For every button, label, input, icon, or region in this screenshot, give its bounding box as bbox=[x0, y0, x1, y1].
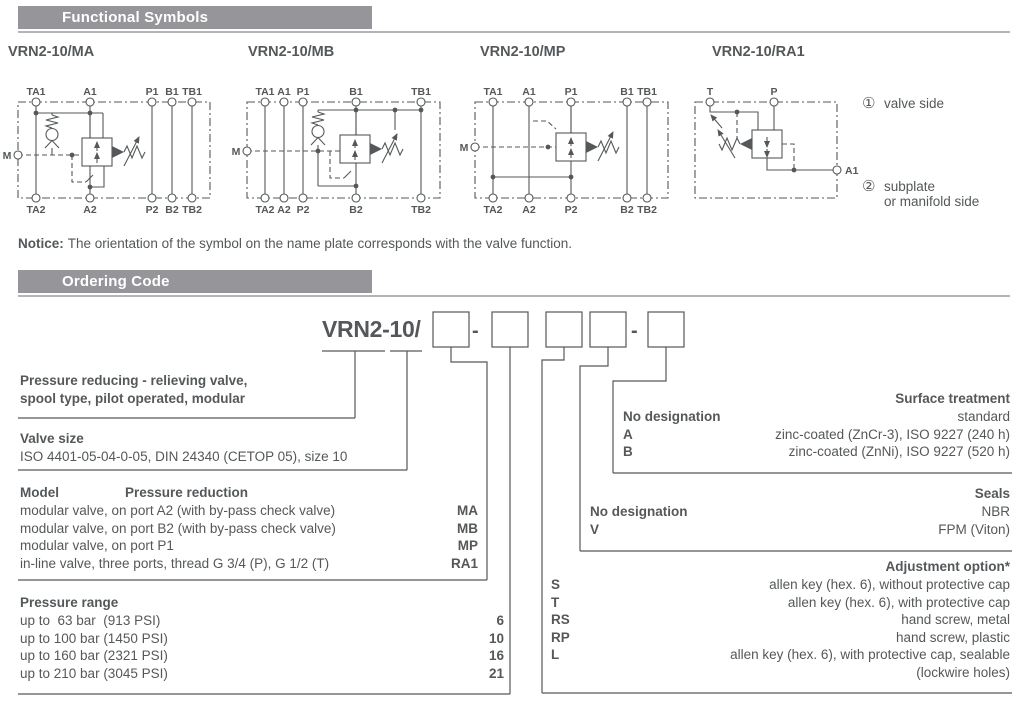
option-text: zinc-coated (ZnNi), ISO 9227 (520 h) bbox=[788, 444, 1010, 459]
pressure-range-row: up to 100 bar (1450 PSI) 10 bbox=[20, 630, 504, 648]
pressure-range-text: up to 210 bar (3045 PSI) bbox=[20, 665, 168, 681]
model-row: modular valve, on port A2 (with by-pass … bbox=[20, 502, 478, 520]
pressure-range-row: up to 160 bar (2321 PSI) 16 bbox=[20, 647, 504, 665]
symbol-title-mp: VRN2-10/MP bbox=[480, 44, 566, 60]
pressure-range-text: up to 100 bar (1450 PSI) bbox=[20, 630, 168, 646]
option-code: B bbox=[623, 444, 633, 459]
model-row-text: modular valve, on port A2 (with by-pass … bbox=[20, 503, 336, 518]
model-row: modular valve, on port P1 MP bbox=[20, 537, 478, 555]
section-model: Model Pressure reduction modular valve, o… bbox=[20, 484, 478, 572]
symbol-title-ra1: VRN2-10/RA1 bbox=[712, 44, 805, 60]
pressure-range-row: up to 210 bar (3045 PSI) 21 bbox=[20, 665, 504, 683]
option-text: standard bbox=[957, 409, 1010, 424]
adjustment-row: RS hand screw, metal bbox=[551, 611, 1010, 629]
section-valve-description: Pressure reducing - relieving valve, spo… bbox=[20, 372, 350, 407]
option-text: allen key (hex. 6), with protective cap bbox=[787, 594, 1010, 610]
model-row-code: RA1 bbox=[450, 555, 478, 571]
adjustment-row: (lockwire holes) bbox=[551, 664, 1010, 682]
legend-marker-1: ① bbox=[862, 94, 876, 112]
section-header-label: Functional Symbols bbox=[62, 9, 209, 26]
option-code: S bbox=[551, 577, 561, 592]
option-code: L bbox=[551, 647, 560, 662]
ordering-code-prefix: VRN2-10/ bbox=[322, 316, 421, 342]
legend-text-manifold: or manifold side bbox=[884, 194, 980, 209]
option-text: allen key (hex. 6), without protective c… bbox=[769, 577, 1010, 592]
symbol-title-ma: VRN2-10/MA bbox=[8, 44, 95, 60]
notice-line: Notice:The orientation of the symbol on … bbox=[18, 236, 572, 251]
legend-marker-2: ② bbox=[862, 177, 876, 195]
model-row-code: MB bbox=[457, 520, 478, 536]
symbol-title-mb: VRN2-10/MB bbox=[248, 44, 335, 60]
pressure-range-code: 10 bbox=[488, 630, 504, 646]
model-row-text: modular valve, on port P1 bbox=[20, 538, 174, 553]
ordering-code-dash-1: - bbox=[472, 320, 479, 342]
seals-title: Seals bbox=[974, 486, 1010, 501]
adjustment-row: RP hand screw, plastic bbox=[551, 629, 1010, 647]
header-divider-line bbox=[18, 31, 1010, 33]
pressure-range-row: up to 63 bar (913 PSI) 6 bbox=[20, 612, 504, 630]
valve-description-line2: spool type, pilot operated, modular bbox=[20, 390, 246, 406]
section-pressure-range: Pressure range up to 63 bar (913 PSI) 6 u… bbox=[20, 594, 504, 682]
valve-size-text: ISO 4401-05-04-0-05, DIN 24340 (CETOP 05… bbox=[20, 448, 348, 464]
option-text: hand screw, metal bbox=[901, 612, 1010, 627]
pressure-range-code: 16 bbox=[488, 648, 504, 663]
legend-text-valve-side: valve side bbox=[884, 96, 945, 111]
model-row-code: MA bbox=[457, 503, 478, 518]
pressure-range-title: Pressure range bbox=[20, 595, 119, 610]
option-text: NBR bbox=[981, 504, 1010, 519]
option-text: zinc-coated (ZnCr-3), ISO 9227 (240 h) bbox=[775, 426, 1010, 442]
pressure-range-code: 6 bbox=[496, 613, 504, 628]
valve-size-title: Valve size bbox=[20, 431, 84, 446]
option-text: hand screw, plastic bbox=[895, 629, 1010, 645]
option-text: (lockwire holes) bbox=[916, 664, 1010, 680]
section-header-functional-symbols: Functional Symbols bbox=[18, 6, 372, 29]
surface-treatment-row: No designation standard bbox=[623, 408, 1010, 426]
model-title: Model bbox=[20, 485, 59, 500]
model-row-text: in-line valve, three ports, thread G 3/4… bbox=[20, 555, 330, 571]
pressure-range-text: up to 63 bar (913 PSI) bbox=[20, 613, 161, 628]
section-seals: Seals No designation NBR V FPM (Viton) bbox=[590, 485, 1010, 538]
notice-text: The orientation of the symbol on the nam… bbox=[67, 236, 573, 251]
model-row: modular valve, on port B2 (with by-pass … bbox=[20, 520, 478, 538]
option-code: RP bbox=[551, 629, 570, 645]
option-code: A bbox=[623, 426, 633, 442]
model-row-code: MP bbox=[457, 538, 478, 553]
seals-row: V FPM (Viton) bbox=[590, 521, 1010, 539]
pressure-range-code: 21 bbox=[488, 665, 504, 681]
header-divider-line bbox=[18, 295, 1010, 297]
option-text: FPM (Viton) bbox=[938, 521, 1010, 537]
pressure-reduction-title: Pressure reduction bbox=[125, 485, 249, 500]
surface-treatment-title: Surface treatment bbox=[895, 391, 1010, 406]
model-row-text: modular valve, on port B2 (with by-pass … bbox=[20, 520, 336, 536]
seals-row: No designation NBR bbox=[590, 503, 1010, 521]
option-code: T bbox=[551, 594, 560, 610]
ordering-code-dash-2: - bbox=[631, 320, 638, 342]
option-code: V bbox=[590, 521, 600, 537]
model-header: Model Pressure reduction bbox=[20, 484, 478, 502]
option-code: No designation bbox=[590, 504, 688, 519]
section-header-ordering-code: Ordering Code bbox=[18, 270, 372, 293]
notice-label: Notice: bbox=[18, 236, 64, 251]
pressure-range-text: up to 160 bar (2321 PSI) bbox=[20, 648, 168, 663]
adjustment-option-title: Adjustment option* bbox=[885, 559, 1011, 574]
valve-description-line1: Pressure reducing - relieving valve, bbox=[20, 373, 248, 388]
option-code: RS bbox=[551, 612, 570, 627]
section-valve-size: Valve size ISO 4401-05-04-0-05, DIN 2434… bbox=[20, 430, 405, 465]
option-text: allen key (hex. 6), with protective cap,… bbox=[730, 647, 1010, 662]
legend-text-subplate: subplate bbox=[884, 179, 936, 194]
option-code: No designation bbox=[623, 409, 721, 424]
section-header-label: Ordering Code bbox=[62, 273, 170, 290]
model-row: in-line valve, three ports, thread G 3/4… bbox=[20, 555, 478, 573]
section-surface-treatment: Surface treatment No designation standard… bbox=[623, 390, 1010, 461]
